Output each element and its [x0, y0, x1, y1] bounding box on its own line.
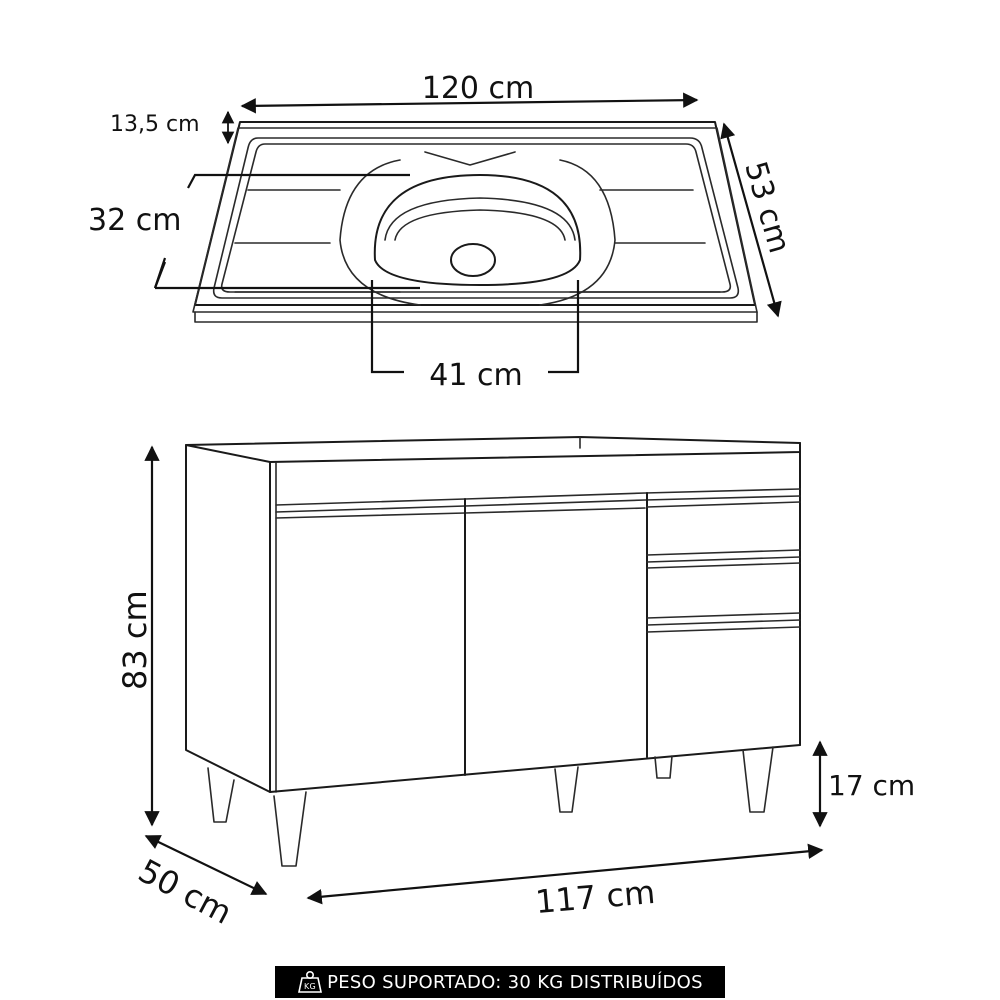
svg-text:13,5 cm: 13,5 cm: [110, 112, 200, 137]
cabinet-body: [185, 436, 801, 793]
dimension-bowl-width: 41 cm: [370, 280, 580, 393]
svg-text:32 cm: 32 cm: [88, 203, 181, 238]
svg-text:KG: KG: [304, 982, 316, 991]
sink-countertop: [192, 121, 758, 323]
dimension-sink-depth: 53 cm: [720, 122, 797, 318]
svg-text:53 cm: 53 cm: [737, 158, 796, 257]
dimension-cabinet-width: 117 cm: [306, 843, 824, 921]
cabinet-legs: [207, 746, 774, 867]
dimension-sink-edge-height: 13,5 cm: [110, 110, 235, 145]
svg-text:120 cm: 120 cm: [422, 71, 535, 106]
weight-capacity-banner: KG PESO SUPORTADO: 30 KG DISTRIBUÍDOS: [275, 966, 725, 998]
kg-weight-icon: KG: [298, 970, 323, 993]
dimension-sink-width: 120 cm: [240, 71, 699, 114]
svg-text:83 cm: 83 cm: [116, 590, 154, 690]
dimension-leg-height: 17 cm: [812, 740, 915, 828]
svg-text:41 cm: 41 cm: [429, 358, 522, 393]
dimension-bowl-depth: 32 cm: [88, 173, 420, 290]
dimension-cabinet-depth: 50 cm: [132, 835, 268, 932]
weight-capacity-text: PESO SUPORTADO: 30 KG DISTRIBUÍDOS: [327, 971, 703, 993]
svg-text:117 cm: 117 cm: [534, 873, 657, 921]
svg-text:50 cm: 50 cm: [132, 852, 238, 932]
svg-text:17 cm: 17 cm: [828, 769, 915, 802]
dimension-cabinet-height: 83 cm: [116, 445, 160, 827]
